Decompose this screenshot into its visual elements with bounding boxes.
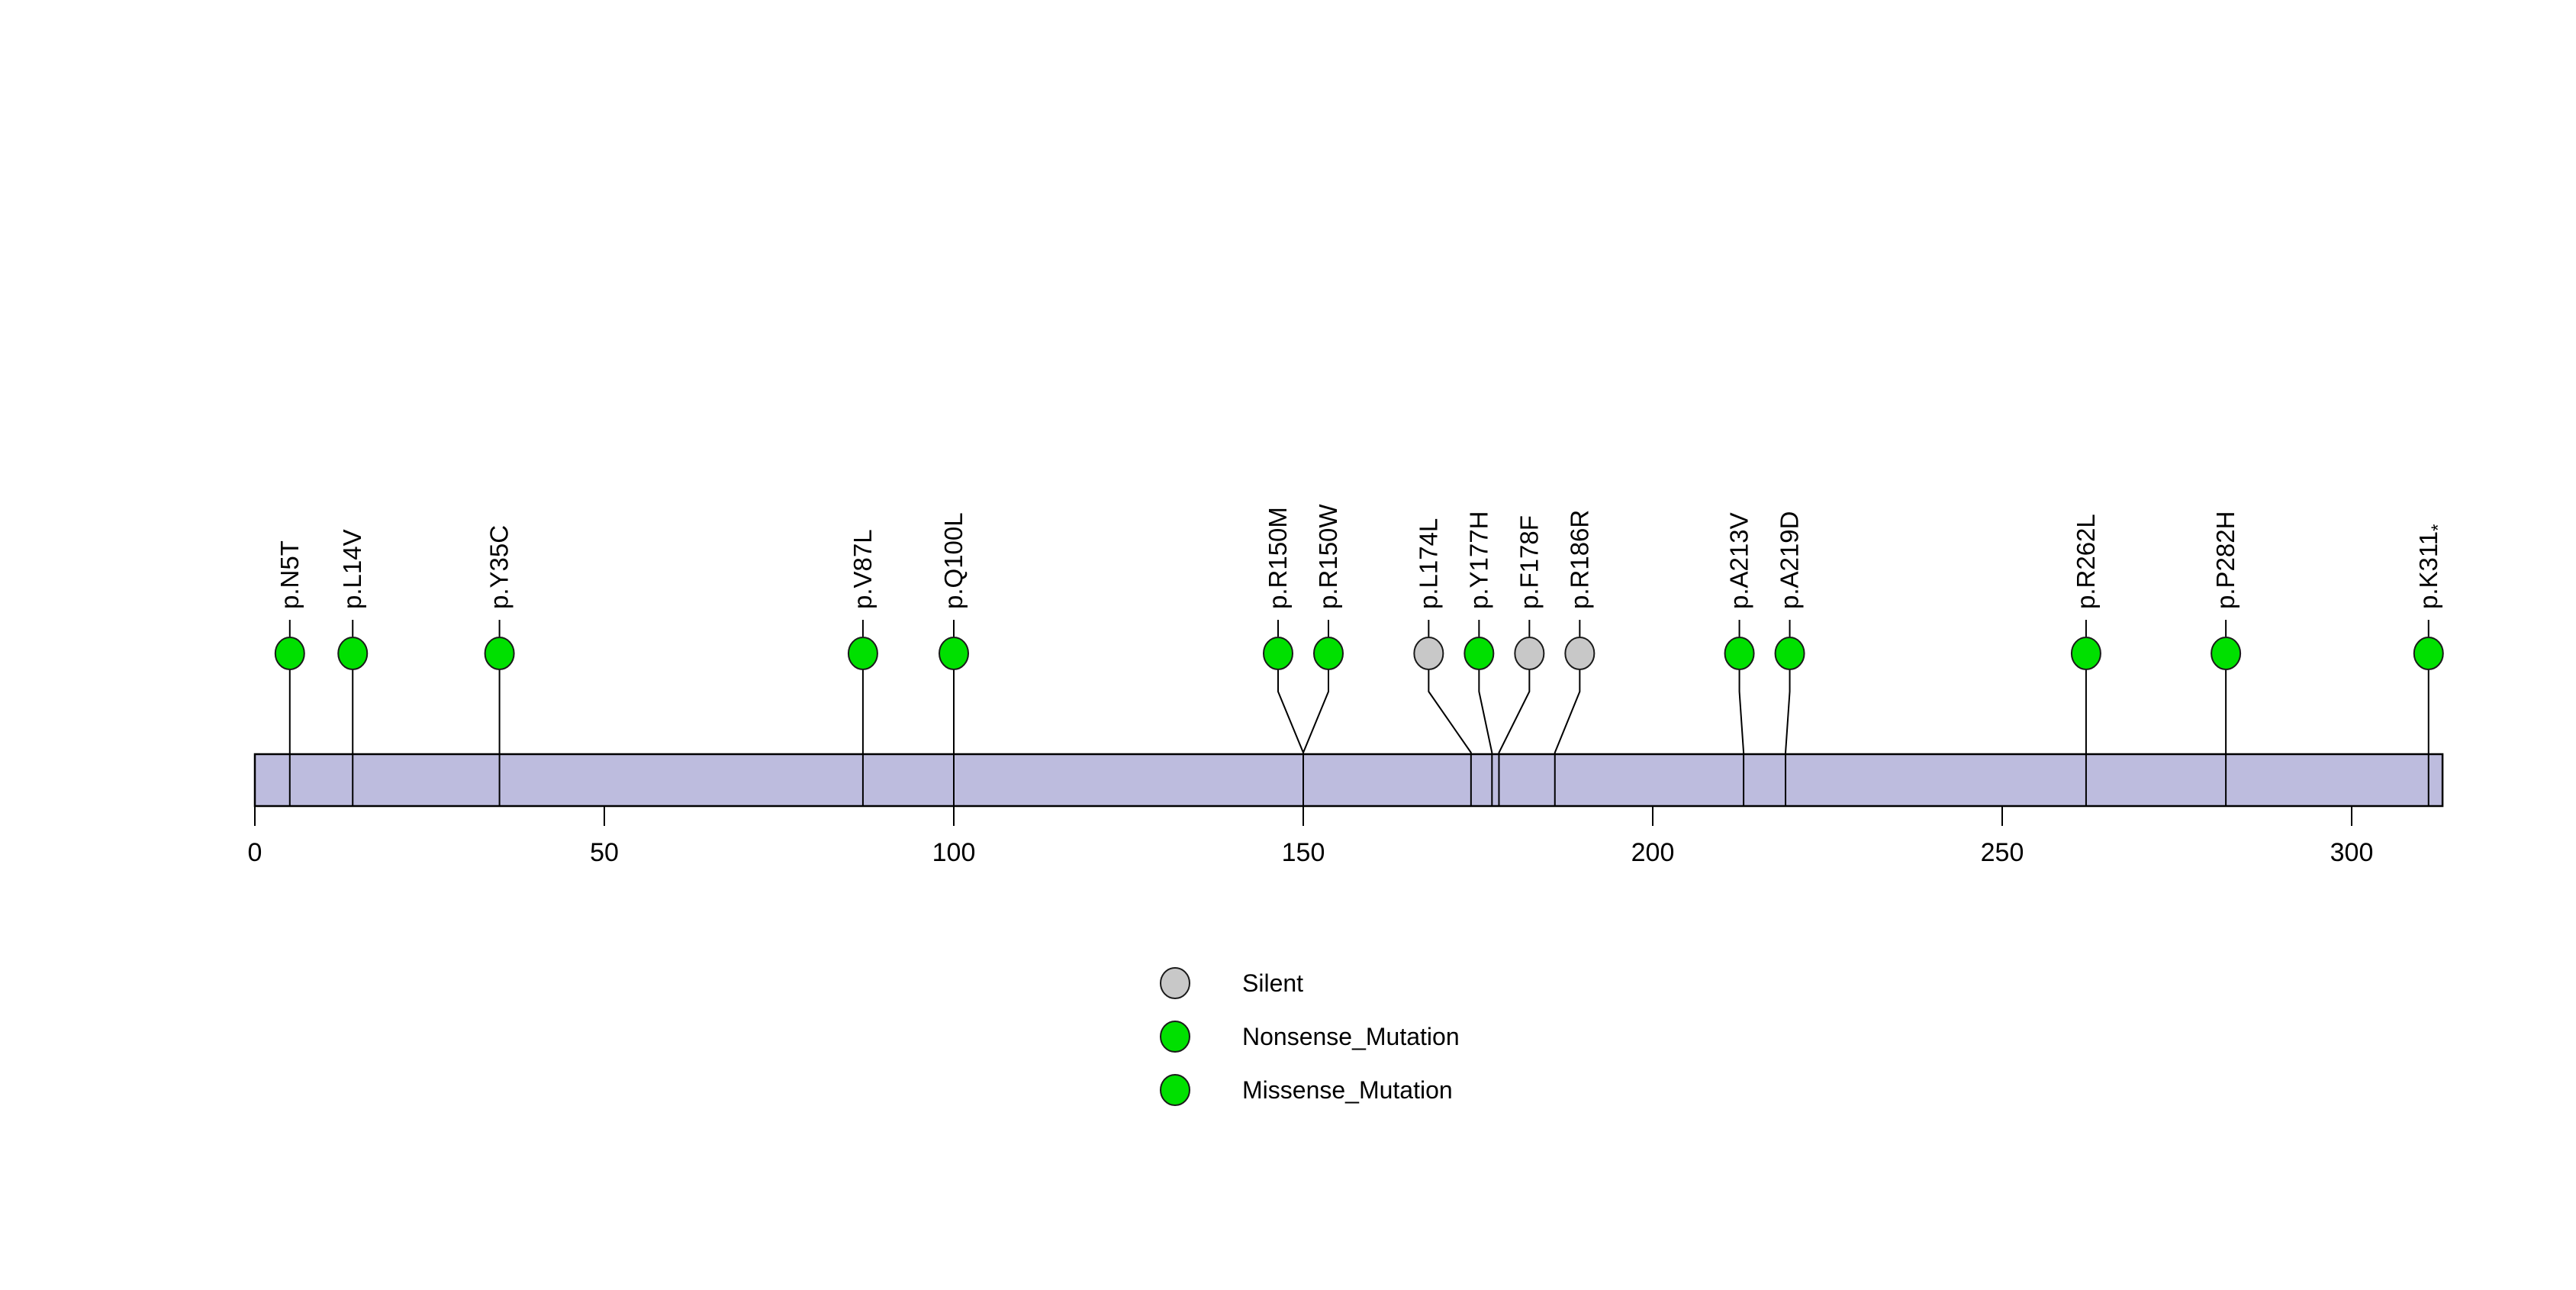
- legend-label: Nonsense_Mutation: [1242, 1023, 1460, 1050]
- mutation-label: p.V87L: [848, 529, 877, 609]
- mutation-pr186r: p.R186R: [1554, 510, 1596, 806]
- mutation-label: p.R150W: [1314, 504, 1342, 609]
- mutation-circle: [274, 637, 305, 670]
- mutation-py177h: p.Y177H: [1463, 511, 1495, 806]
- x-axis: 0 50 100 150 200 250 300: [248, 806, 2374, 867]
- mutation-pr150w: p.R150W: [1302, 504, 1344, 806]
- mutation-stem: [1428, 669, 1472, 806]
- mutation-label: p.K311*: [2414, 524, 2449, 610]
- mutation-label: p.P282H: [2211, 511, 2240, 609]
- mutation-stem: [1478, 669, 1493, 806]
- mutation-pl174l: p.L174L: [1413, 518, 1472, 806]
- x-axis-tick-label: 150: [1282, 838, 1325, 867]
- mutation-pk311: p.K311*: [2413, 524, 2449, 806]
- x-axis-tick-label: 50: [590, 838, 619, 867]
- mutation-circle: [1463, 637, 1495, 670]
- mutation-pp282h: p.P282H: [2211, 511, 2242, 806]
- mutation-pq100l: p.Q100L: [939, 512, 969, 806]
- mutation-circle: [2211, 637, 2242, 670]
- mutation-pr262l: p.R262L: [2070, 514, 2101, 806]
- mutation-circle: [1263, 637, 1293, 670]
- mutation-label: p.F178F: [1515, 515, 1543, 609]
- mutation-circle: [939, 637, 969, 670]
- mutation-pa219d: p.A219D: [1774, 511, 1805, 806]
- legend-item-missense_mutation: Missense_Mutation: [1160, 1074, 1453, 1106]
- mutation-pr150m: p.R150M: [1263, 507, 1304, 806]
- protein-bar: [253, 753, 2444, 808]
- mutation-label: p.Q100L: [939, 512, 968, 609]
- legend-label: Missense_Mutation: [1242, 1076, 1453, 1104]
- mutation-label: p.L174L: [1414, 518, 1442, 609]
- mutation-pf178f: p.F178F: [1498, 515, 1545, 806]
- x-axis-tick-label: 100: [932, 838, 976, 867]
- mutation-label: p.A213V: [1725, 512, 1753, 609]
- mutation-pn5t: p.N5T: [274, 540, 305, 806]
- mutation-label: p.N5T: [275, 540, 304, 609]
- mutation-circle: [1774, 637, 1805, 670]
- mutation-circle: [2070, 637, 2101, 670]
- x-axis-tick-label: 250: [1981, 838, 2024, 867]
- mutation-label: p.Y35C: [485, 525, 514, 609]
- mutation-pv87l: p.V87L: [847, 529, 878, 806]
- legend-swatch: [1160, 1021, 1190, 1053]
- mutation-stem: [1554, 669, 1581, 806]
- mutation-label: p.R150M: [1264, 507, 1292, 609]
- mutation-stem: [1785, 669, 1791, 806]
- x-axis-tick-label: 200: [1631, 838, 1675, 867]
- mutation-circle: [2413, 637, 2444, 670]
- mutation-stem: [1302, 669, 1329, 806]
- mutation-label: p.L14V: [338, 529, 366, 609]
- legend-swatch: [1160, 967, 1190, 999]
- x-axis-tick-label: 300: [2330, 838, 2374, 867]
- mutation-stem: [1498, 669, 1531, 806]
- mutation-label: p.R262L: [2072, 514, 2100, 609]
- mutation-circle: [1514, 637, 1545, 670]
- legend-swatch: [1160, 1074, 1190, 1106]
- mutation-circle: [484, 637, 515, 670]
- mutation-circle: [1313, 637, 1344, 670]
- mutation-pl14v: p.L14V: [337, 529, 369, 806]
- mutation-label: p.R186R: [1565, 510, 1593, 609]
- legend-item-silent: Silent: [1160, 967, 1303, 999]
- mutation-circle: [1413, 637, 1444, 670]
- mutation-circle: [1724, 637, 1755, 670]
- x-axis-tick-label: 0: [248, 838, 262, 867]
- mutation-label: p.A219D: [1776, 511, 1804, 609]
- mutation-py35c: p.Y35C: [484, 525, 515, 806]
- mutation-pa213v: p.A213V: [1724, 512, 1755, 806]
- mutation-circle: [337, 637, 369, 670]
- mutation-label: p.Y177H: [1464, 511, 1492, 609]
- mutation-stem: [1738, 669, 1745, 806]
- mutation-circle: [1564, 637, 1596, 670]
- mutation-circle: [847, 637, 878, 670]
- legend-label: Silent: [1242, 969, 1303, 997]
- legend-item-nonsense_mutation: Nonsense_Mutation: [1160, 1021, 1460, 1053]
